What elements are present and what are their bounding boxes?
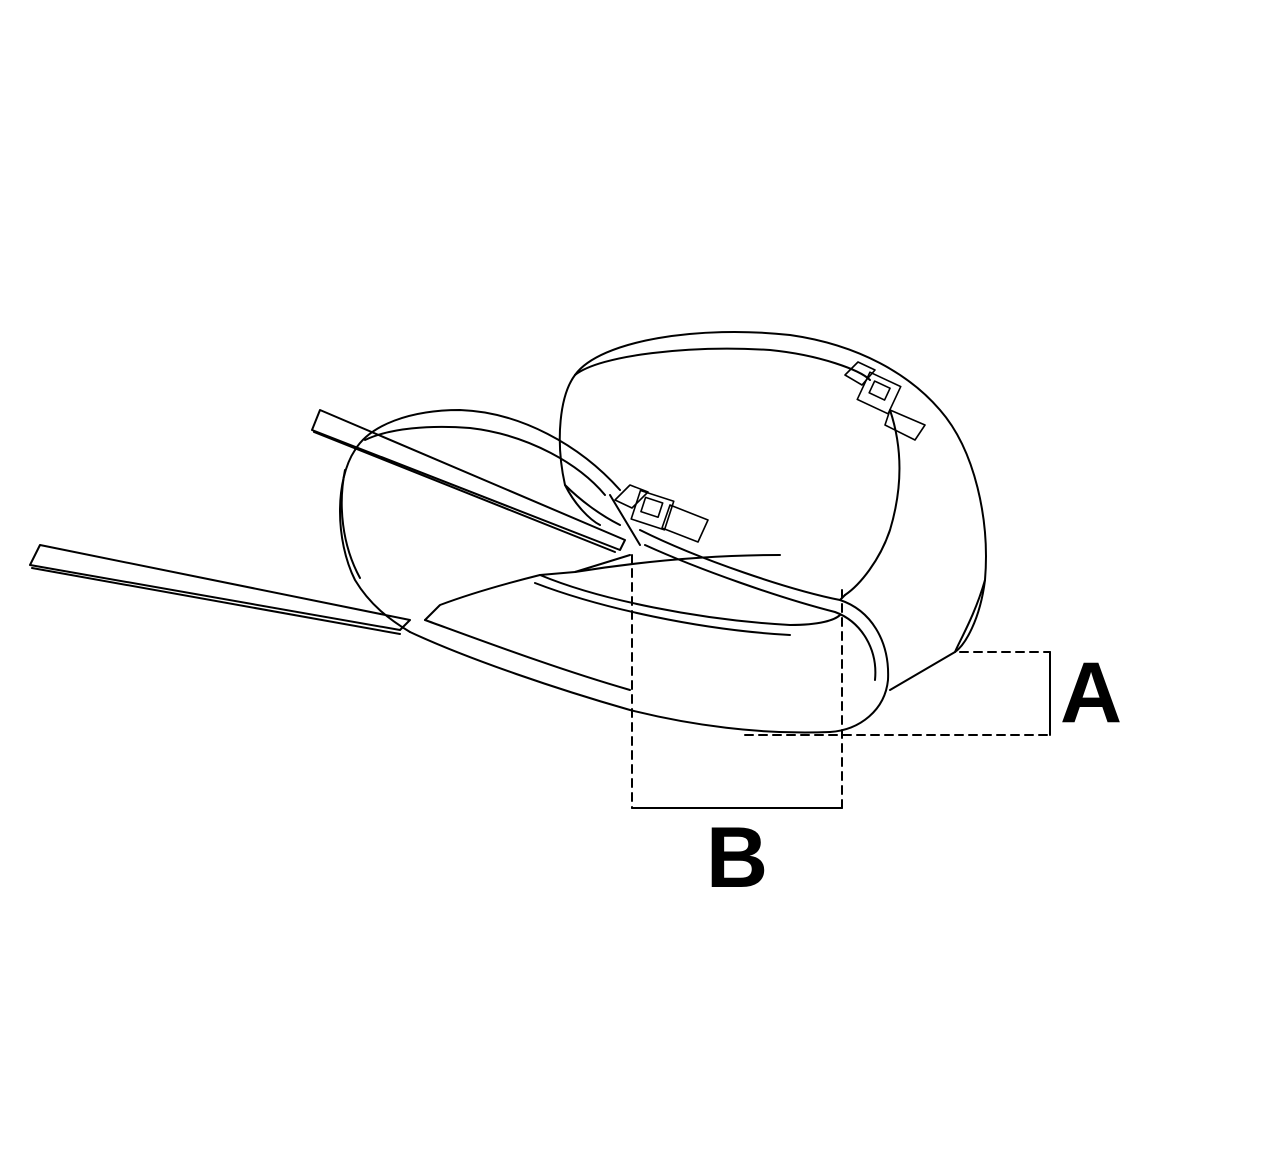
buckle-front-icon bbox=[614, 484, 709, 543]
dimension-b-lines bbox=[631, 554, 843, 809]
dimension-label-a: A bbox=[1060, 645, 1123, 741]
free-straps bbox=[29, 409, 626, 635]
buckle-rear-icon bbox=[844, 361, 926, 441]
rear-loop bbox=[558, 330, 987, 691]
front-loop bbox=[339, 409, 890, 734]
dimension-label-b: B bbox=[706, 810, 769, 906]
dimension-a-lines bbox=[744, 651, 1051, 736]
